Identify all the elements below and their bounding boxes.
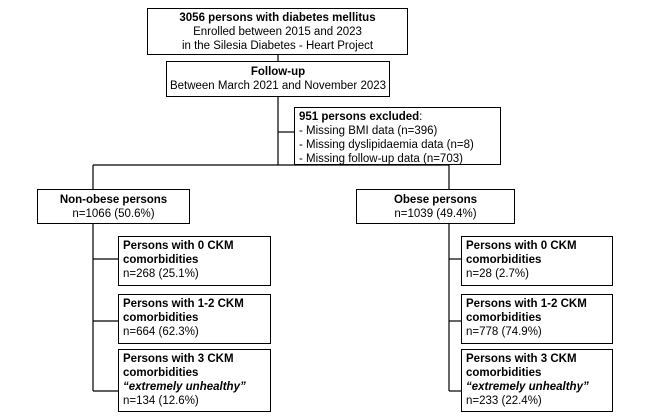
- enrolled-count: 3056 persons with diabetes mellitus: [179, 12, 376, 24]
- subgroup-note: “extremely unhealthy”: [466, 381, 589, 393]
- followup-box: Follow-up Between March 2021 and Novembe…: [166, 61, 390, 97]
- obese-box: Obese persons n=1039 (49.4%): [356, 189, 515, 224]
- group-count: n=1039 (49.4%): [394, 208, 477, 220]
- subgroup-line2: comorbidities: [466, 312, 542, 324]
- subgroup-line2: comorbidities: [123, 254, 199, 266]
- obese-ckm3-box: Persons with 3 CKM comorbidities “extrem…: [461, 349, 613, 412]
- obese-ckm0-box: Persons with 0 CKM comorbidities n=28 (2…: [461, 236, 613, 286]
- subgroup-count: n=778 (74.9%): [466, 326, 542, 338]
- subgroup-line1: Persons with 0 CKM: [123, 240, 234, 252]
- non-obese-ckm12-box: Persons with 1-2 CKM comorbidities n=664…: [118, 294, 271, 344]
- subgroup-count: n=28 (2.7%): [466, 268, 529, 280]
- non-obese-ckm0-box: Persons with 0 CKM comorbidities n=268 (…: [118, 236, 271, 286]
- exclusion-item: - Missing BMI data (n=396): [299, 125, 438, 137]
- subgroup-count: n=664 (62.3%): [123, 326, 199, 338]
- enrolled-project: in the Silesia Diabetes - Heart Project: [181, 40, 374, 52]
- subgroup-count: n=233 (22.4%): [466, 395, 542, 407]
- subgroup-line2: comorbidities: [466, 254, 542, 266]
- non-obese-ckm3-box: Persons with 3 CKM comorbidities “extrem…: [118, 349, 271, 412]
- enrolled-box: 3056 persons with diabetes mellitus Enro…: [147, 8, 408, 55]
- non-obese-box: Non-obese persons n=1066 (50.6%): [37, 189, 190, 224]
- exclusion-item: - Missing follow-up data (n=703): [299, 153, 463, 165]
- subgroup-line2: comorbidities: [466, 367, 542, 379]
- enrolled-period: Enrolled between 2015 and 2023: [193, 26, 362, 38]
- subgroup-line1: Persons with 1-2 CKM: [466, 298, 587, 310]
- subgroup-line2: comorbidities: [123, 312, 199, 324]
- exclusion-title: 951 persons excluded: [299, 111, 420, 123]
- followup-title: Follow-up: [250, 66, 306, 78]
- subgroup-count: n=268 (25.1%): [123, 268, 199, 280]
- obese-ckm12-box: Persons with 1-2 CKM comorbidities n=778…: [461, 294, 613, 344]
- subgroup-count: n=134 (12.6%): [123, 395, 199, 407]
- subgroup-line2: comorbidities: [123, 367, 199, 379]
- exclusion-item: - Missing dyslipidaemia data (n=8): [299, 139, 474, 151]
- exclusion-title-colon: :: [419, 111, 423, 123]
- group-title: Non-obese persons: [59, 194, 168, 206]
- subgroup-note: “extremely unhealthy”: [123, 381, 246, 393]
- followup-period: Between March 2021 and November 2023: [169, 80, 387, 92]
- group-title: Obese persons: [393, 194, 478, 206]
- exclusion-title-line: 951 persons excluded:: [299, 110, 500, 124]
- subgroup-line1: Persons with 0 CKM: [466, 240, 577, 252]
- subgroup-line1: Persons with 3 CKM: [466, 353, 577, 365]
- subgroup-line1: Persons with 1-2 CKM: [123, 298, 244, 310]
- exclusion-box: 951 persons excluded: - Missing BMI data…: [294, 107, 501, 165]
- group-count: n=1066 (50.6%): [72, 208, 155, 220]
- subgroup-line1: Persons with 3 CKM: [123, 353, 234, 365]
